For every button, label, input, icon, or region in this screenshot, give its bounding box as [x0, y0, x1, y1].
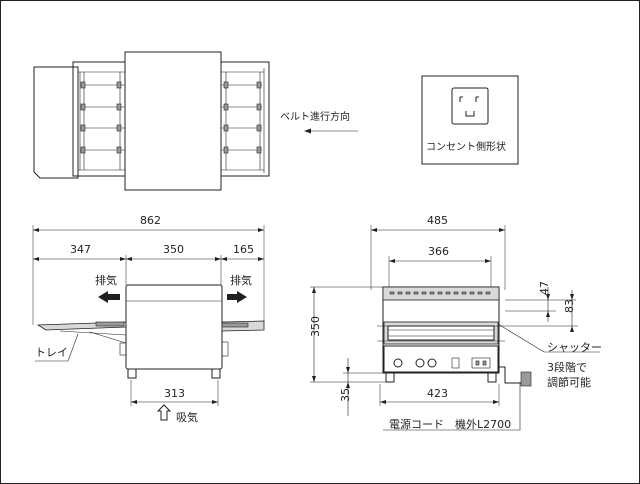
exhaust-left-arrow: [98, 291, 120, 303]
dial-temperature-icon: [393, 358, 403, 368]
dim-inner-depth: 366: [428, 245, 449, 258]
switch-icon: [451, 357, 460, 369]
side-view: 485 366: [309, 214, 602, 431]
outlet-icon: [451, 87, 489, 125]
side-vents: [389, 291, 491, 295]
dim-height: 350: [309, 316, 322, 337]
side-foot-left: [385, 372, 395, 383]
dim-right-section: 165: [233, 243, 254, 256]
dim-base-width: 313: [164, 387, 185, 400]
side-foot-right: [487, 372, 497, 383]
front-oven-body: [125, 284, 223, 370]
top-conveyor-left-frame: [72, 61, 126, 177]
dial-timer-icon: [427, 358, 437, 368]
outlet-detail: コンセント側形状: [421, 75, 519, 165]
side-shutter: [387, 325, 495, 341]
dial-speed-icon: [415, 358, 425, 368]
top-belt-wires-left: [80, 81, 125, 154]
power-cord-line: [499, 366, 525, 384]
shutter-adjust-line1: 3段階で: [547, 360, 587, 374]
front-view: 862 347 350 165 排気 排気 トレイ: [32, 214, 265, 424]
intake-arrow: [156, 404, 172, 421]
exhaust-left-label: 排気: [95, 273, 117, 287]
intake-label: 吸気: [176, 410, 198, 424]
display-icon: [471, 357, 491, 369]
cord-length-label: 機外L2700: [455, 417, 511, 431]
dim-gap-top: 47: [538, 281, 551, 295]
dim-shutter-range: 83: [563, 299, 576, 313]
outlet-frame: [421, 75, 519, 165]
shutter-adjust-line2: 調節可能: [547, 375, 591, 389]
front-foot-right: [211, 368, 221, 379]
power-cord-label: 電源コード: [389, 417, 444, 431]
control-panel: [383, 345, 499, 373]
tray-label: トレイ: [35, 346, 68, 359]
front-foot-left: [127, 368, 137, 379]
dim-total-depth: 485: [427, 214, 448, 227]
top-tray-left: [33, 66, 79, 179]
outlet-shape-label: コンセント側形状: [426, 140, 506, 153]
belt-direction-label: ベルト進行方向: [280, 110, 350, 123]
dim-center-section: 350: [163, 243, 184, 256]
dim-left-section: 347: [70, 243, 91, 256]
dim-body-depth: 423: [427, 387, 448, 400]
top-oven-body: [124, 51, 222, 191]
top-belt-wires-right: [221, 81, 262, 154]
dim-leg-height: 35: [339, 388, 352, 402]
shutter-label: シャッター: [547, 341, 602, 354]
exhaust-right-label: 排気: [230, 273, 252, 287]
top-view: ベルト進行方向: [33, 51, 358, 191]
dim-overall-width: 862: [140, 214, 161, 227]
exhaust-right-arrow: [227, 291, 247, 303]
power-plug-icon: [520, 371, 532, 387]
top-conveyor-right-frame: [220, 61, 270, 177]
